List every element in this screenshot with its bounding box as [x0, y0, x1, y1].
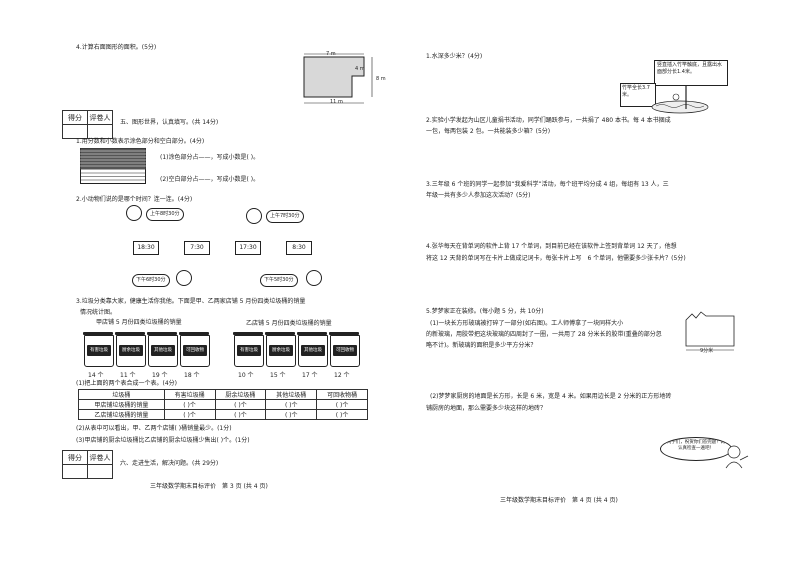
dim-right-small: 4 m — [355, 66, 365, 72]
table-cell[interactable]: ( )个 — [163, 409, 216, 420]
table-header-row: 垃圾桶 有害垃圾桶 厨余垃圾桶 其他垃圾桶 可回收物桶 — [78, 389, 368, 400]
pond-illustration — [651, 85, 709, 114]
q2-title: 2.小动物们说的是哪个时间？连一连。(4分) — [76, 196, 193, 203]
bin-other-a: 其他垃圾 — [147, 332, 178, 367]
table-cell[interactable]: ( )个 — [316, 409, 368, 420]
grader-label: 评卷人 — [87, 110, 113, 125]
time-bubble-3: 下午6时30分 — [132, 274, 170, 287]
table-cell[interactable]: ( )个 — [214, 409, 267, 420]
striped-rectangle — [80, 148, 146, 184]
bin-other-b: 其他垃圾 — [297, 332, 328, 367]
r-q2-line1: 2.实验小学发起为山区儿童捐书活动，同学们踊跃参与，一共捐了 480 本书。每 … — [426, 117, 671, 124]
bin-hazardous-b: 有害垃圾 — [233, 332, 264, 367]
pole-sign: 竖直插入竹竿触底，且露出水面部分长1.4米。 — [654, 60, 728, 86]
table-cell[interactable]: ( )个 — [163, 399, 216, 410]
right-footer: 三年级数学期末目标评价 第 4 页 (共 4 页) — [500, 497, 618, 504]
r-q5-p1-line3: 略不计)。新玻璃的面积是多少平方分米？ — [426, 342, 537, 349]
table-header-cell: 垃圾桶 — [78, 389, 165, 400]
q1-line2: (2)空白部分占——，写成小数是( )。 — [160, 176, 260, 183]
bin-kitchen-a: 厨余垃圾 — [115, 332, 146, 367]
time-bubble-4: 下午5时30分 — [260, 274, 298, 287]
bin-recyclable-b: 可回收物 — [329, 332, 360, 367]
score-label: 得分 — [62, 450, 88, 465]
clock-1[interactable]: 18:30 — [133, 241, 159, 255]
r-q5-title: 5.梦梦家正在装修。(每小题 5 分，共 10分) — [426, 308, 544, 315]
grader-cell[interactable] — [87, 124, 113, 139]
clock-3[interactable]: 17:30 — [235, 241, 261, 255]
animal-icon — [306, 270, 322, 286]
chart-b-title: 乙店铺 5 月份四类垃圾桶的销量 — [246, 320, 332, 327]
time-bubble-1: 上午8时30分 — [146, 208, 184, 221]
table-cell[interactable]: ( )个 — [265, 409, 318, 420]
table-cell[interactable]: ( )个 — [214, 399, 267, 410]
bin-kitchen-b: 厨余垃圾 — [265, 332, 296, 367]
animal-icon — [126, 205, 142, 221]
section6-title: 六、走进生活，解决问题。(共 29分) — [120, 460, 219, 467]
score-label: 得分 — [62, 110, 88, 125]
q3-sub2: (2)从表中可以看出，甲、乙两个店铺( )桶销量最少。(1分) — [76, 425, 232, 432]
dim-top: 7 m — [326, 51, 336, 57]
count-b-3: 17 个 — [302, 372, 318, 379]
score-cell[interactable] — [62, 124, 88, 139]
r-q4-line1: 4.张华每天在背单词的软件上背 17 个单词，到目前已经在该软件上签到背单词 1… — [426, 243, 677, 250]
r-q3-line2: 年级一共有多少人参加这次活动？(5分) — [426, 192, 531, 199]
q1-title: 1.用分数和小数表示涂色部分和空白部分。(4分) — [76, 138, 205, 145]
table-header-cell: 厨余垃圾桶 — [214, 389, 267, 400]
r-q1-title: 1.水深多少米？(4分) — [426, 53, 483, 60]
count-a-4: 18 个 — [184, 372, 200, 379]
table-header-cell: 可回收物桶 — [316, 389, 368, 400]
table-cell: 甲店铺垃圾桶的销量 — [78, 399, 165, 410]
score-cell[interactable] — [62, 464, 88, 479]
q3-sub1: (1)把上面的两个表合成一个表。(4分) — [76, 380, 177, 387]
count-a-2: 11 个 — [120, 372, 136, 379]
clock-4[interactable]: 8:30 — [286, 241, 312, 255]
r-q2-line2: 一包，每两包装 2 包。一共能装多少箱？(5分) — [426, 128, 551, 135]
broken-glass-figure — [685, 311, 735, 351]
count-b-1: 10 个 — [238, 372, 254, 379]
animal-icon — [176, 270, 192, 286]
dim-right: 8 m — [376, 76, 386, 82]
table-header-cell: 有害垃圾桶 — [163, 389, 216, 400]
table-row: 甲店铺垃圾桶的销量 ( )个 ( )个 ( )个 ( )个 — [78, 399, 368, 410]
sales-table: 垃圾桶 有害垃圾桶 厨余垃圾桶 其他垃圾桶 可回收物桶 甲店铺垃圾桶的销量 ( … — [78, 389, 368, 420]
bin-hazardous-a: 有害垃圾 — [83, 332, 114, 367]
score-box-1: 得分 评卷人 — [62, 110, 113, 139]
q3-intro: 3.垃圾分类靠大家，健康生活你我他。下面是甲、乙两家店铺 5 月份四类垃圾桶的销… — [76, 298, 306, 305]
table-cell[interactable]: ( )个 — [316, 399, 368, 410]
r-q5-p2-line1: (2)梦梦家厨房的地面是长方形，长是 6 米，宽是 4 米。如果用边长是 2 分… — [430, 393, 672, 400]
r-q4-line2: 将这 12 天背的单词写在卡片上做成记词卡，每张卡片上写 6 个单词，他需要多少… — [426, 255, 686, 262]
bin-recyclable-a: 可回收物 — [179, 332, 210, 367]
table-header-cell: 其他垃圾桶 — [265, 389, 318, 400]
dim-bottom: 11 m — [330, 99, 343, 105]
grader-label: 评卷人 — [87, 450, 113, 465]
left-footer: 三年级数学期末目标评价 第 3 页 (共 4 页) — [150, 483, 268, 490]
chart-a-title: 甲店铺 5 月份四类垃圾桶的销量 — [96, 319, 182, 326]
count-a-1: 14 个 — [88, 372, 104, 379]
r-q5-p1-line2: 的新玻璃，用胶带把这块玻璃的四周封了一圈，一共用了 28 分米长的胶带(重叠的部… — [426, 331, 662, 338]
count-a-3: 19 个 — [152, 372, 168, 379]
q3-sub3: (3)甲店铺的厨余垃圾桶比乙店铺的厨余垃圾桶少售出( )个。(1分) — [76, 437, 250, 444]
cartoon-character — [725, 445, 749, 469]
q1-line1: (1)涂色部分占——，写成小数是( )。 — [160, 154, 260, 161]
grader-cell[interactable] — [87, 464, 113, 479]
table-row: 乙店铺垃圾桶的销量 ( )个 ( )个 ( )个 ( )个 — [78, 409, 368, 420]
table-cell: 乙店铺垃圾桶的销量 — [78, 409, 165, 420]
time-bubble-2: 上午7时30分 — [266, 210, 304, 223]
table-cell[interactable]: ( )个 — [265, 399, 318, 410]
pole-tag: 竹竿全长3.7米。 — [620, 83, 656, 107]
count-b-4: 12 个 — [334, 372, 350, 379]
glass-dim: 9分米 — [700, 348, 714, 354]
count-b-2: 15 个 — [270, 372, 286, 379]
animal-icon — [246, 208, 262, 224]
section5-title: 五、图形世界，认真填写。(共 14分) — [120, 119, 219, 126]
q3-intro2: 情况统计图。 — [80, 309, 117, 316]
r-q5-p1-line1: (1)一块长方形玻璃被打碎了一部分(如右图)。工人师傅拿了一块同样大小 — [430, 320, 624, 327]
score-box-2: 得分 评卷人 — [62, 450, 113, 479]
r-q3-line1: 3.三年级 6 个班的同学一起参加“我爱科学”活动，每个班平均分成 4 组，每组… — [426, 181, 669, 188]
q4-title: 4.计算右面图形的面积。(5分) — [76, 44, 157, 51]
l-shape-figure — [303, 53, 373, 104]
clock-2[interactable]: 7:30 — [184, 241, 210, 255]
r-q5-p2-line2: 铺厨房的地面，那么需要多少块这样的地砖？ — [426, 405, 547, 412]
